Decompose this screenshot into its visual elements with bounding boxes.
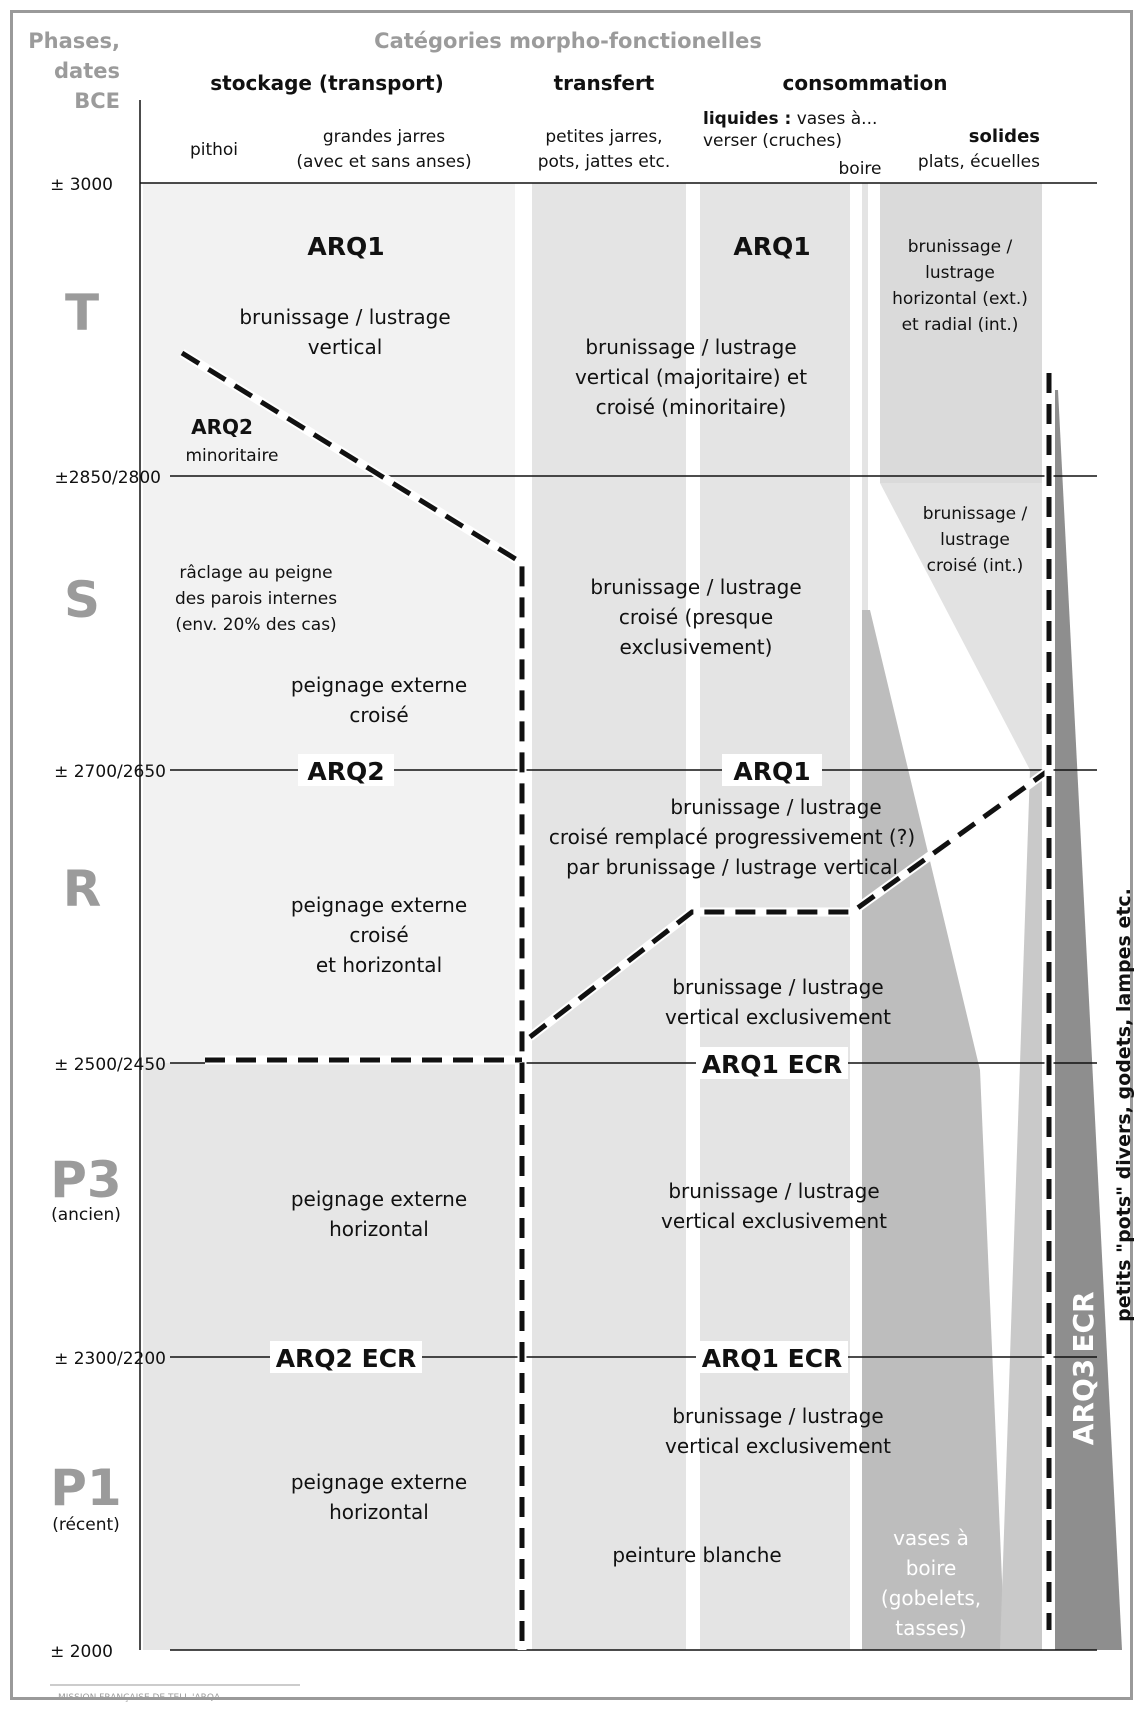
petites-jarres-2: pots, jattes etc. [538,152,671,172]
petits-pots-caption: petits "pots" divers, godets, lampes etc… [1113,888,1135,1322]
s-mid-text-1: brunissage / lustrage [590,575,801,599]
ecr-label: ECR [1067,1291,1100,1352]
figure-frame [10,10,1133,1700]
date-2500: ± 2500/2450 [54,1055,166,1075]
solides-band [880,183,1042,483]
arq2-minoritaire-2: minoritaire [185,446,278,466]
liquides-rest: vases à... [791,109,877,129]
s-left-text-3: (env. 20% des cas) [175,615,336,635]
petites-jarres-1: petites jarres, [545,127,662,147]
arq3-wedge [1055,390,1122,1650]
t-mid-text-1: brunissage / lustrage [585,335,796,359]
p1-left-text-1: peignage externe [291,1470,467,1494]
date-2700: ± 2700/2650 [54,762,166,782]
s-left-text-1: râclage au peigne [179,563,332,583]
peinture-blanche: peinture blanche [612,1543,781,1567]
r-low-text-2: vertical exclusivement [665,1005,891,1029]
p3-mid-text-1: brunissage / lustrage [668,1179,879,1203]
liquides-bold: liquides : [703,109,791,129]
arq1-t-right: ARQ1 [733,232,810,261]
liquides-label: liquides : vases à... [703,109,877,129]
vases-text-3: (gobelets, [881,1586,981,1610]
phase-s: S [64,571,100,629]
p3-mid-text-2: vertical exclusivement [661,1209,887,1233]
t-right-text-4: et radial (int.) [902,315,1019,335]
p1-mid-text-2: vertical exclusivement [665,1434,891,1458]
s-right-text-1: brunissage / [923,504,1028,524]
stockage-header: stockage (transport) [210,71,444,95]
p1-mid-text-1: brunissage / lustrage [672,1404,883,1428]
s-left-text-2: des parois internes [175,589,337,609]
p3-left-text-1: peignage externe [291,1187,467,1211]
t-right-text-3: horizontal (ext.) [892,289,1028,309]
transfert-header: transfert [554,71,655,95]
s-peignage-2: croisé [349,703,408,727]
t-left-text-1: brunissage / lustrage [239,305,450,329]
arq1-r-label: ARQ1 [733,757,810,786]
phase-p3: P3 [50,1151,121,1209]
r-mid-text-1: brunissage / lustrage [670,795,881,819]
arq2-minoritaire-1: ARQ2 [191,415,253,439]
phase-t: T [65,284,99,342]
phase-p1: P1 [50,1459,121,1517]
t-mid-text-3: croisé (minoritaire) [596,395,787,419]
s-peignage-1: peignage externe [291,673,467,697]
phases-header-3: BCE [74,89,120,113]
r-left-text-2: croisé [349,923,408,947]
date-2300: ± 2300/2200 [54,1349,166,1369]
categories-title: Catégories morpho-fonctionelles [374,29,762,53]
phase-r: R [63,860,102,918]
arq2-ecr-label: ARQ2 ECR [276,1344,417,1373]
t-left-text-2: vertical [308,335,383,359]
r-mid-text-3: par brunissage / lustrage vertical [566,855,898,879]
transfert-band [532,183,686,1650]
pithoi-label: pithoi [190,140,238,160]
r-low-text-1: brunissage / lustrage [672,975,883,999]
liquides-label-2: verser (cruches) [703,131,842,151]
phases-header-1: Phases, [28,29,120,53]
t-mid-text-2: vertical (majoritaire) et [575,365,807,389]
dashed-boundaries [179,349,1054,1650]
t-right-text-1: brunissage / [908,237,1013,257]
arq2-r-label: ARQ2 [307,757,384,786]
arq1-ecr-p3-label: ARQ1 ECR [702,1050,843,1079]
grandes-jarres-1: grandes jarres [323,127,445,147]
phase-p1-sub: (récent) [52,1515,120,1535]
r-mid-text-2: croisé remplacé progressivement (?) [549,825,915,849]
mission-logo-text: MISSION FRANÇAISE DE TELL 'ARQA [58,1693,221,1703]
phase-p3-sub: (ancien) [51,1205,121,1225]
boire-label: boire [839,159,882,179]
plats-label: plats, écuelles [918,152,1040,172]
solides-fade [880,483,1042,770]
r-left-text-3: et horizontal [316,953,442,977]
vases-text-2: boire [906,1556,957,1580]
arq1-ecr-p1-label: ARQ1 ECR [702,1344,843,1373]
mission-logo: MISSION FRANÇAISE DE TELL 'ARQA [50,1684,300,1703]
s-mid-text-3: exclusivement) [620,635,773,659]
arq1-t-left: ARQ1 [307,232,384,261]
p3-left-text-2: horizontal [329,1217,429,1241]
date-3000: ± 3000 [50,175,113,195]
stockage-band-ts [143,183,515,1063]
consommation-header: consommation [782,71,947,95]
s-mid-text-2: croisé (presque [619,605,773,629]
date-2850: ±2850/2800 [55,468,162,488]
boire-wedge [862,610,1005,1650]
r-left-text-1: peignage externe [291,893,467,917]
solides-label: solides [969,126,1040,147]
grandes-jarres-2: (avec et sans anses) [296,152,471,172]
solides-wedge [1000,770,1042,1650]
vases-text-4: tasses) [895,1616,966,1640]
s-right-text-2: lustrage [940,530,1010,550]
arq3-label: ARQ3 [1067,1359,1100,1446]
vases-text-1: vases à [893,1526,969,1550]
s-right-text-3: croisé (int.) [927,556,1024,576]
t-right-text-2: lustrage [925,263,995,283]
p1-left-text-2: horizontal [329,1500,429,1524]
date-2000: ± 2000 [50,1642,113,1662]
phases-header-2: dates [54,59,120,83]
